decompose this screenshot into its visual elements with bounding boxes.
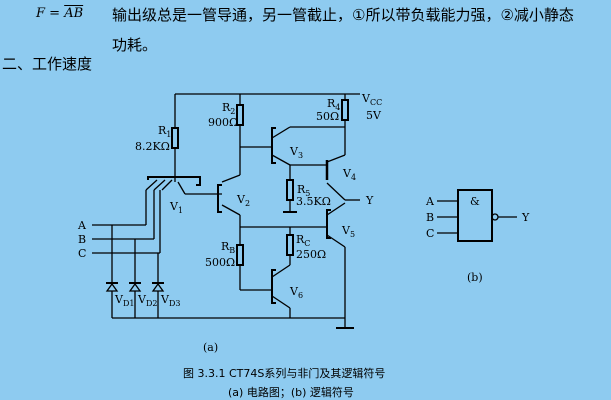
vd3-label: VD3 <box>160 293 180 308</box>
input-a: A <box>77 219 87 232</box>
wire <box>326 202 346 216</box>
gate-symbol: & <box>470 195 480 208</box>
wire <box>271 295 291 309</box>
r5-value: 3.5KΩ <box>296 195 331 208</box>
input-c: C <box>78 247 86 260</box>
r2-value: 900Ω <box>208 116 238 129</box>
transistor-v3 <box>271 127 276 164</box>
diode-vd1 <box>105 225 119 318</box>
diode-vd3 <box>151 253 165 318</box>
output-y: Y <box>365 194 374 207</box>
diode-vd2 <box>128 239 142 318</box>
wire <box>326 182 346 201</box>
paragraph-line-1: 输出级总是一管导通，另一管截止，①所以带负载能力强，②减小静态 <box>112 6 574 24</box>
sym-input-b: B <box>426 211 434 224</box>
wire <box>326 234 346 248</box>
sym-input-c: C <box>426 227 434 240</box>
v6-label: V6 <box>289 285 303 300</box>
rc-value: 250Ω <box>296 248 326 261</box>
rc-label: RC <box>296 233 310 248</box>
wire <box>177 181 186 195</box>
input-b: B <box>78 233 86 246</box>
transistor-v5 <box>326 209 331 239</box>
figure-subcaption: (a) 电路图；(b) 逻辑符号 <box>228 386 354 399</box>
resistor-r4 <box>341 99 349 121</box>
rb-label: RB <box>221 240 235 255</box>
formula-rhs: AB <box>64 6 84 21</box>
vcc-label: VCC <box>361 92 382 107</box>
resistor-r1 <box>171 127 179 149</box>
r4-value: 50Ω <box>316 110 339 123</box>
vcc-value: 5V <box>366 109 382 122</box>
sublabel-b: (b) <box>467 271 483 284</box>
r1-value: 8.2KΩ <box>135 140 170 153</box>
resistor-rc <box>286 234 294 256</box>
emitter <box>161 179 173 191</box>
vd2-label: VD2 <box>137 293 157 308</box>
v5-label: V5 <box>341 224 355 239</box>
sym-output-y: Y <box>521 211 530 224</box>
r1-label: R1 <box>158 124 171 139</box>
rb-value: 500Ω <box>205 256 235 269</box>
v4-label: V4 <box>342 167 356 182</box>
sublabel-a: (a) <box>203 341 218 354</box>
wire <box>221 204 241 216</box>
wire <box>271 264 291 278</box>
wire <box>326 154 346 163</box>
section-heading: 二、工作速度 <box>2 55 93 73</box>
formula-lhs: F = <box>36 6 65 21</box>
emitter <box>153 179 166 191</box>
v1-label: V1 <box>169 200 183 215</box>
resistor-r5 <box>286 179 294 201</box>
transistor-v6 <box>271 269 276 304</box>
paragraph-line-2: 功耗。 <box>112 36 158 54</box>
sym-input-a: A <box>425 195 435 208</box>
resistor-rb <box>236 244 244 266</box>
transistor-v1 <box>147 176 201 186</box>
transistor-v2 <box>217 184 222 213</box>
emitter <box>145 179 158 191</box>
r2-label: R2 <box>222 101 235 116</box>
wire <box>221 174 241 183</box>
vd1-label: VD1 <box>114 293 134 308</box>
figure-caption: 图 3.3.1 CT74S系列与非门及其逻辑符号 <box>183 367 386 380</box>
v3-label: V3 <box>289 145 303 160</box>
wire <box>271 154 291 166</box>
formula: F = AB <box>36 6 83 21</box>
wire <box>271 126 291 139</box>
v2-label: V2 <box>236 193 250 208</box>
